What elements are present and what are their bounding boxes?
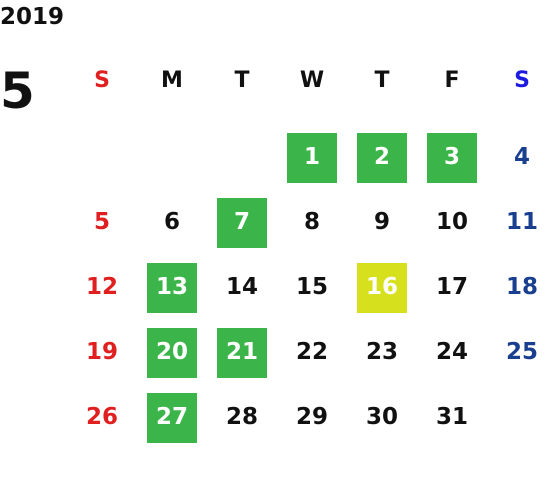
weekday-friday: F xyxy=(444,67,460,93)
day-cell: 3 xyxy=(417,125,487,190)
day-cell: 16 xyxy=(347,255,417,320)
day-number: 26 xyxy=(85,404,118,430)
day-number: 17 xyxy=(435,274,468,300)
day-number: 5 xyxy=(93,209,110,235)
week-row: 5 6 7 8 9 10 11 xyxy=(67,190,548,255)
day-number: 14 xyxy=(225,274,258,300)
calendar-grid: 1 2 3 4 5 6 7 8 9 10 11 12 13 14 15 16 1… xyxy=(67,125,548,450)
day-cell xyxy=(207,125,277,190)
day-number: 4 xyxy=(513,144,530,170)
day-cell: 14 xyxy=(207,255,277,320)
day-cell: 27 xyxy=(137,385,207,450)
day-number: 12 xyxy=(85,274,118,300)
day-number: 15 xyxy=(295,274,328,300)
day-cell: 28 xyxy=(207,385,277,450)
week-row: 1 2 3 4 xyxy=(67,125,548,190)
day-number: 7 xyxy=(217,197,267,248)
day-cell: 4 xyxy=(487,125,548,190)
day-cell: 8 xyxy=(277,190,347,255)
day-cell: 11 xyxy=(487,190,548,255)
day-number: 1 xyxy=(287,132,337,183)
year-label: 2019 xyxy=(0,4,65,30)
day-number: 18 xyxy=(505,274,538,300)
day-number xyxy=(147,133,197,183)
weekday-thursday: T xyxy=(374,67,390,93)
day-cell: 19 xyxy=(67,320,137,385)
day-number: 22 xyxy=(295,339,328,365)
week-row: 19 20 21 22 23 24 25 xyxy=(67,320,548,385)
day-cell: 17 xyxy=(417,255,487,320)
day-number: 23 xyxy=(365,339,398,365)
day-cell: 2 xyxy=(347,125,417,190)
day-cell: 29 xyxy=(277,385,347,450)
day-cell: 15 xyxy=(277,255,347,320)
day-number: 27 xyxy=(147,392,197,443)
day-cell: 30 xyxy=(347,385,417,450)
day-number: 20 xyxy=(147,327,197,378)
day-cell: 10 xyxy=(417,190,487,255)
day-number: 13 xyxy=(147,262,197,313)
day-cell: 5 xyxy=(67,190,137,255)
day-cell xyxy=(487,385,548,450)
day-cell xyxy=(67,125,137,190)
day-number xyxy=(77,133,127,183)
day-number: 16 xyxy=(357,262,407,313)
day-number: 21 xyxy=(217,327,267,378)
day-cell: 13 xyxy=(137,255,207,320)
day-number xyxy=(497,393,547,443)
day-number: 25 xyxy=(505,339,538,365)
day-cell: 21 xyxy=(207,320,277,385)
day-number: 30 xyxy=(365,404,398,430)
week-row: 26 27 28 29 30 31 xyxy=(67,385,548,450)
day-cell: 25 xyxy=(487,320,548,385)
day-cell: 18 xyxy=(487,255,548,320)
weekday-header: S M T W T F S xyxy=(67,61,548,99)
day-number: 29 xyxy=(295,404,328,430)
day-cell: 1 xyxy=(277,125,347,190)
day-number: 8 xyxy=(303,209,320,235)
weekday-saturday: S xyxy=(514,67,530,93)
day-cell: 22 xyxy=(277,320,347,385)
day-number: 11 xyxy=(505,209,538,235)
day-cell: 7 xyxy=(207,190,277,255)
day-cell: 6 xyxy=(137,190,207,255)
day-number: 9 xyxy=(373,209,390,235)
day-cell: 26 xyxy=(67,385,137,450)
day-number: 19 xyxy=(85,339,118,365)
day-number: 10 xyxy=(435,209,468,235)
day-number: 28 xyxy=(225,404,258,430)
weekday-monday: M xyxy=(161,67,183,93)
month-calendar: S M T W T F S 1 2 3 4 5 6 7 8 9 10 11 12… xyxy=(67,61,548,450)
day-cell: 9 xyxy=(347,190,417,255)
day-cell: 24 xyxy=(417,320,487,385)
day-cell: 23 xyxy=(347,320,417,385)
day-number: 24 xyxy=(435,339,468,365)
week-row: 12 13 14 15 16 17 18 xyxy=(67,255,548,320)
month-label: 5 xyxy=(0,62,35,120)
day-cell: 12 xyxy=(67,255,137,320)
day-number xyxy=(217,133,267,183)
weekday-wednesday: W xyxy=(299,67,325,93)
day-number: 31 xyxy=(435,404,468,430)
day-cell xyxy=(137,125,207,190)
day-cell: 31 xyxy=(417,385,487,450)
day-number: 3 xyxy=(427,132,477,183)
day-number: 6 xyxy=(163,209,180,235)
day-number: 2 xyxy=(357,132,407,183)
weekday-tuesday: T xyxy=(234,67,250,93)
day-cell: 20 xyxy=(137,320,207,385)
weekday-sunday: S xyxy=(94,67,110,93)
